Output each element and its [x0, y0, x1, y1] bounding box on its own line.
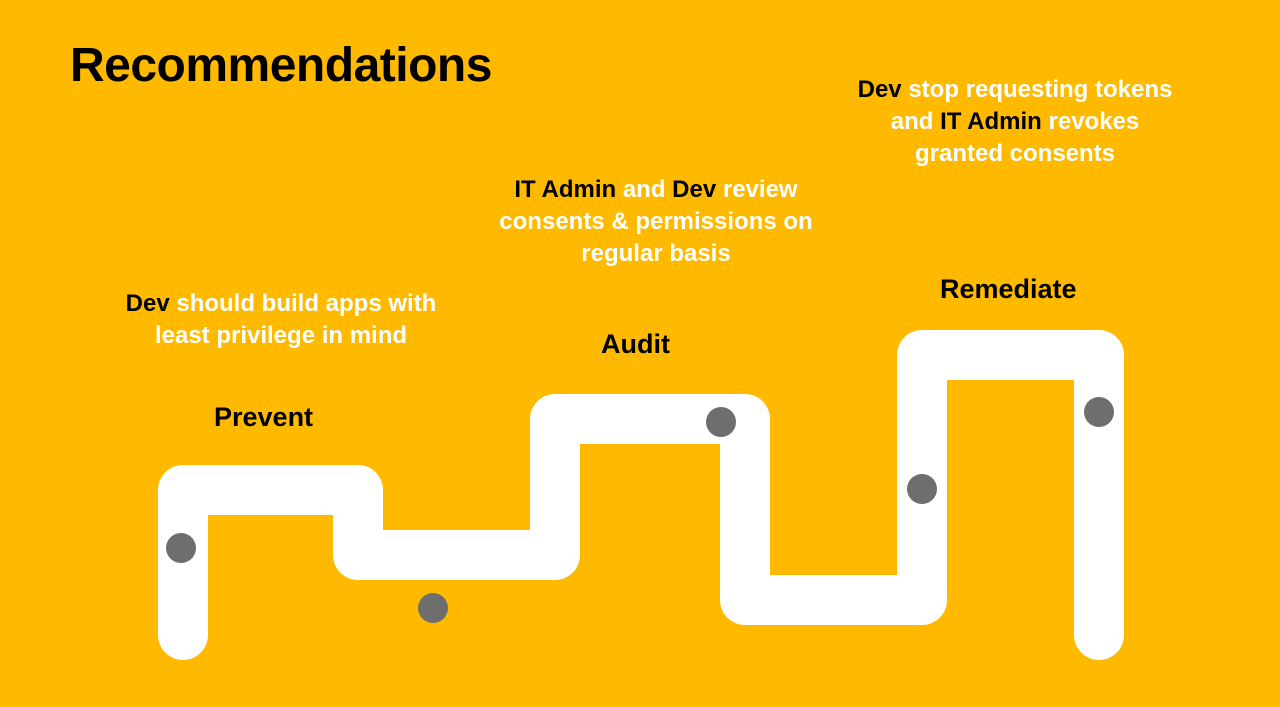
callout-audit: IT Admin and Dev review consents & permi…	[470, 174, 842, 270]
journey-path-line	[158, 330, 1124, 660]
callout-audit-line1-rest: review	[716, 176, 798, 203]
journey-marker-3	[706, 407, 736, 437]
stage-label-remediate: Remediate	[940, 274, 1077, 304]
callout-prevent-line2: least privilege in mind	[154, 321, 408, 349]
callout-prevent-line1: should build apps with	[169, 290, 437, 317]
callout-remediate-role-1: Dev	[857, 76, 902, 103]
callout-prevent-role: Dev	[125, 290, 170, 317]
callout-prevent: Dev should build apps with least privile…	[96, 288, 466, 352]
journey-marker-5	[1084, 397, 1114, 427]
callout-audit-line2: consents & permissions on	[499, 207, 813, 235]
journey-marker-4	[907, 474, 937, 504]
callout-remediate-line2-pre: and	[890, 107, 941, 135]
callout-remediate: Dev stop requesting tokens and IT Admin …	[828, 74, 1202, 170]
callout-audit-line1-mid: and	[616, 176, 673, 203]
callout-audit-role-1: IT Admin	[514, 176, 617, 203]
journey-marker-1	[166, 533, 196, 563]
callout-audit-role-2: Dev	[672, 176, 717, 203]
stage-label-prevent: Prevent	[214, 402, 314, 432]
journey-marker-2	[418, 593, 448, 623]
callout-remediate-line3: granted consents	[914, 139, 1116, 167]
callout-remediate-line1-rest: stop requesting tokens	[901, 76, 1173, 103]
callout-audit-line3: regular basis	[581, 239, 731, 267]
stage-label-audit: Audit	[601, 329, 670, 359]
callout-remediate-line2-rest: revokes	[1041, 107, 1140, 135]
callout-remediate-role-2: IT Admin	[940, 107, 1042, 135]
page-title: Recommendations	[70, 39, 492, 92]
